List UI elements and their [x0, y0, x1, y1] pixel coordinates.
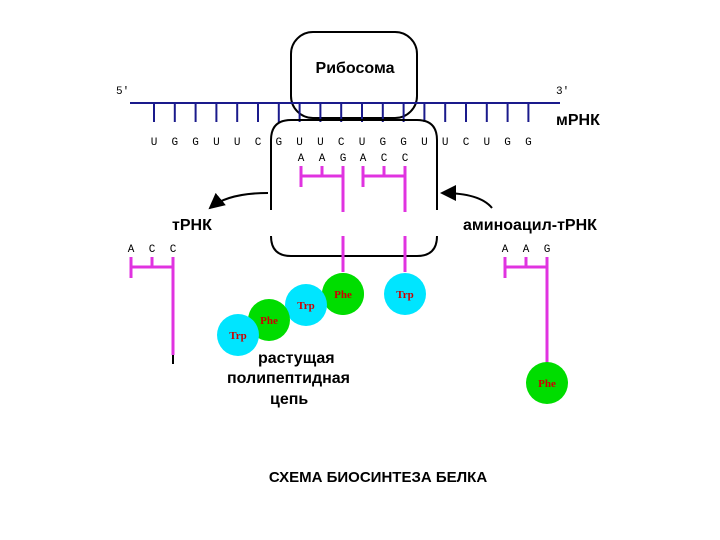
amino-acid-label: Trp [229, 330, 247, 342]
mrna-nucleotide: U [296, 137, 303, 149]
amino-acid-label: Phe [260, 315, 278, 327]
amino-acid-circle [526, 362, 568, 404]
diagram-caption: СХЕМА БИОСИНТЕЗА БЕЛКА [269, 469, 487, 486]
trna-label: тРНК [172, 217, 212, 234]
mrna-nucleotide: U [442, 137, 449, 149]
aminoacyl-trna-label: аминоацил-тРНК [463, 217, 597, 234]
anticodon-nucleotide: A [319, 153, 326, 165]
amino-acid-circle [322, 273, 364, 315]
anticodon-nucleotide: C [402, 153, 409, 165]
mrna-nucleotide: U [151, 137, 158, 149]
anticodon-nucleotide: A [298, 153, 305, 165]
mrna-nucleotide: G [400, 137, 407, 149]
mrna-nucleotide: G [192, 137, 199, 149]
mrna-nucleotide-ticks [153, 103, 530, 122]
amino-acid-circle [285, 284, 327, 326]
mrna-nucleotide: C [338, 137, 345, 149]
ribosome-top-box [290, 31, 418, 119]
ribosome-large-subunit [270, 119, 438, 257]
mrna-nucleotide: U [317, 137, 324, 149]
anticodon-nucleotide: A [360, 153, 367, 165]
amino-acid-label: Phe [538, 378, 556, 390]
ribosome-subunit-top-edge [270, 119, 438, 210]
chain-label-line2: полипептидная [227, 370, 350, 387]
mrna-nucleotide: C [463, 137, 470, 149]
amino-acid-label: Trp [297, 300, 315, 312]
mrna-nucleotide: G [379, 137, 386, 149]
mrna-nucleotide: U [234, 137, 241, 149]
chain-label-line3: цепь [270, 391, 308, 408]
mrna-nucleotide: C [255, 137, 262, 149]
amino-acid-circle [217, 314, 259, 356]
ribosome-subunit-bottom-edge [270, 235, 438, 257]
amino-acid-label: Phe [334, 289, 352, 301]
trna-exit-arrow [208, 192, 269, 210]
mrna-nucleotide: G [275, 137, 282, 149]
mrna-nucleotide: U [421, 137, 428, 149]
mrna-label: мРНК [556, 112, 600, 129]
anticodon-nucleotide: A [523, 244, 530, 256]
mrna-nucleotide: G [525, 137, 532, 149]
anticodon-nucleotide: G [544, 244, 551, 256]
mrna-nucleotide: U [483, 137, 490, 149]
anticodon-nucleotide: A [128, 244, 135, 256]
anticodon-nucleotide: C [149, 244, 156, 256]
aminoacyl-trna-entry-arrow [440, 185, 493, 209]
ribosome-label: Рибосома [316, 60, 395, 77]
anticodon-nucleotide: C [170, 244, 177, 256]
amino-acid-circle [384, 273, 426, 315]
mrna-nucleotide: U [359, 137, 366, 149]
anticodon-nucleotide: A [502, 244, 509, 256]
amino-acid-label: Trp [396, 289, 414, 301]
anticodon-nucleotide: C [381, 153, 388, 165]
mrna-5-prime-label: 5' [116, 86, 129, 98]
chain-label-line1: растущая [258, 350, 335, 367]
mrna-nucleotide: G [504, 137, 511, 149]
mrna-3-prime-label: 3' [556, 86, 569, 98]
mrna-nucleotide: G [171, 137, 178, 149]
anticodon-nucleotide: G [340, 153, 347, 165]
mrna-nucleotide: U [213, 137, 220, 149]
